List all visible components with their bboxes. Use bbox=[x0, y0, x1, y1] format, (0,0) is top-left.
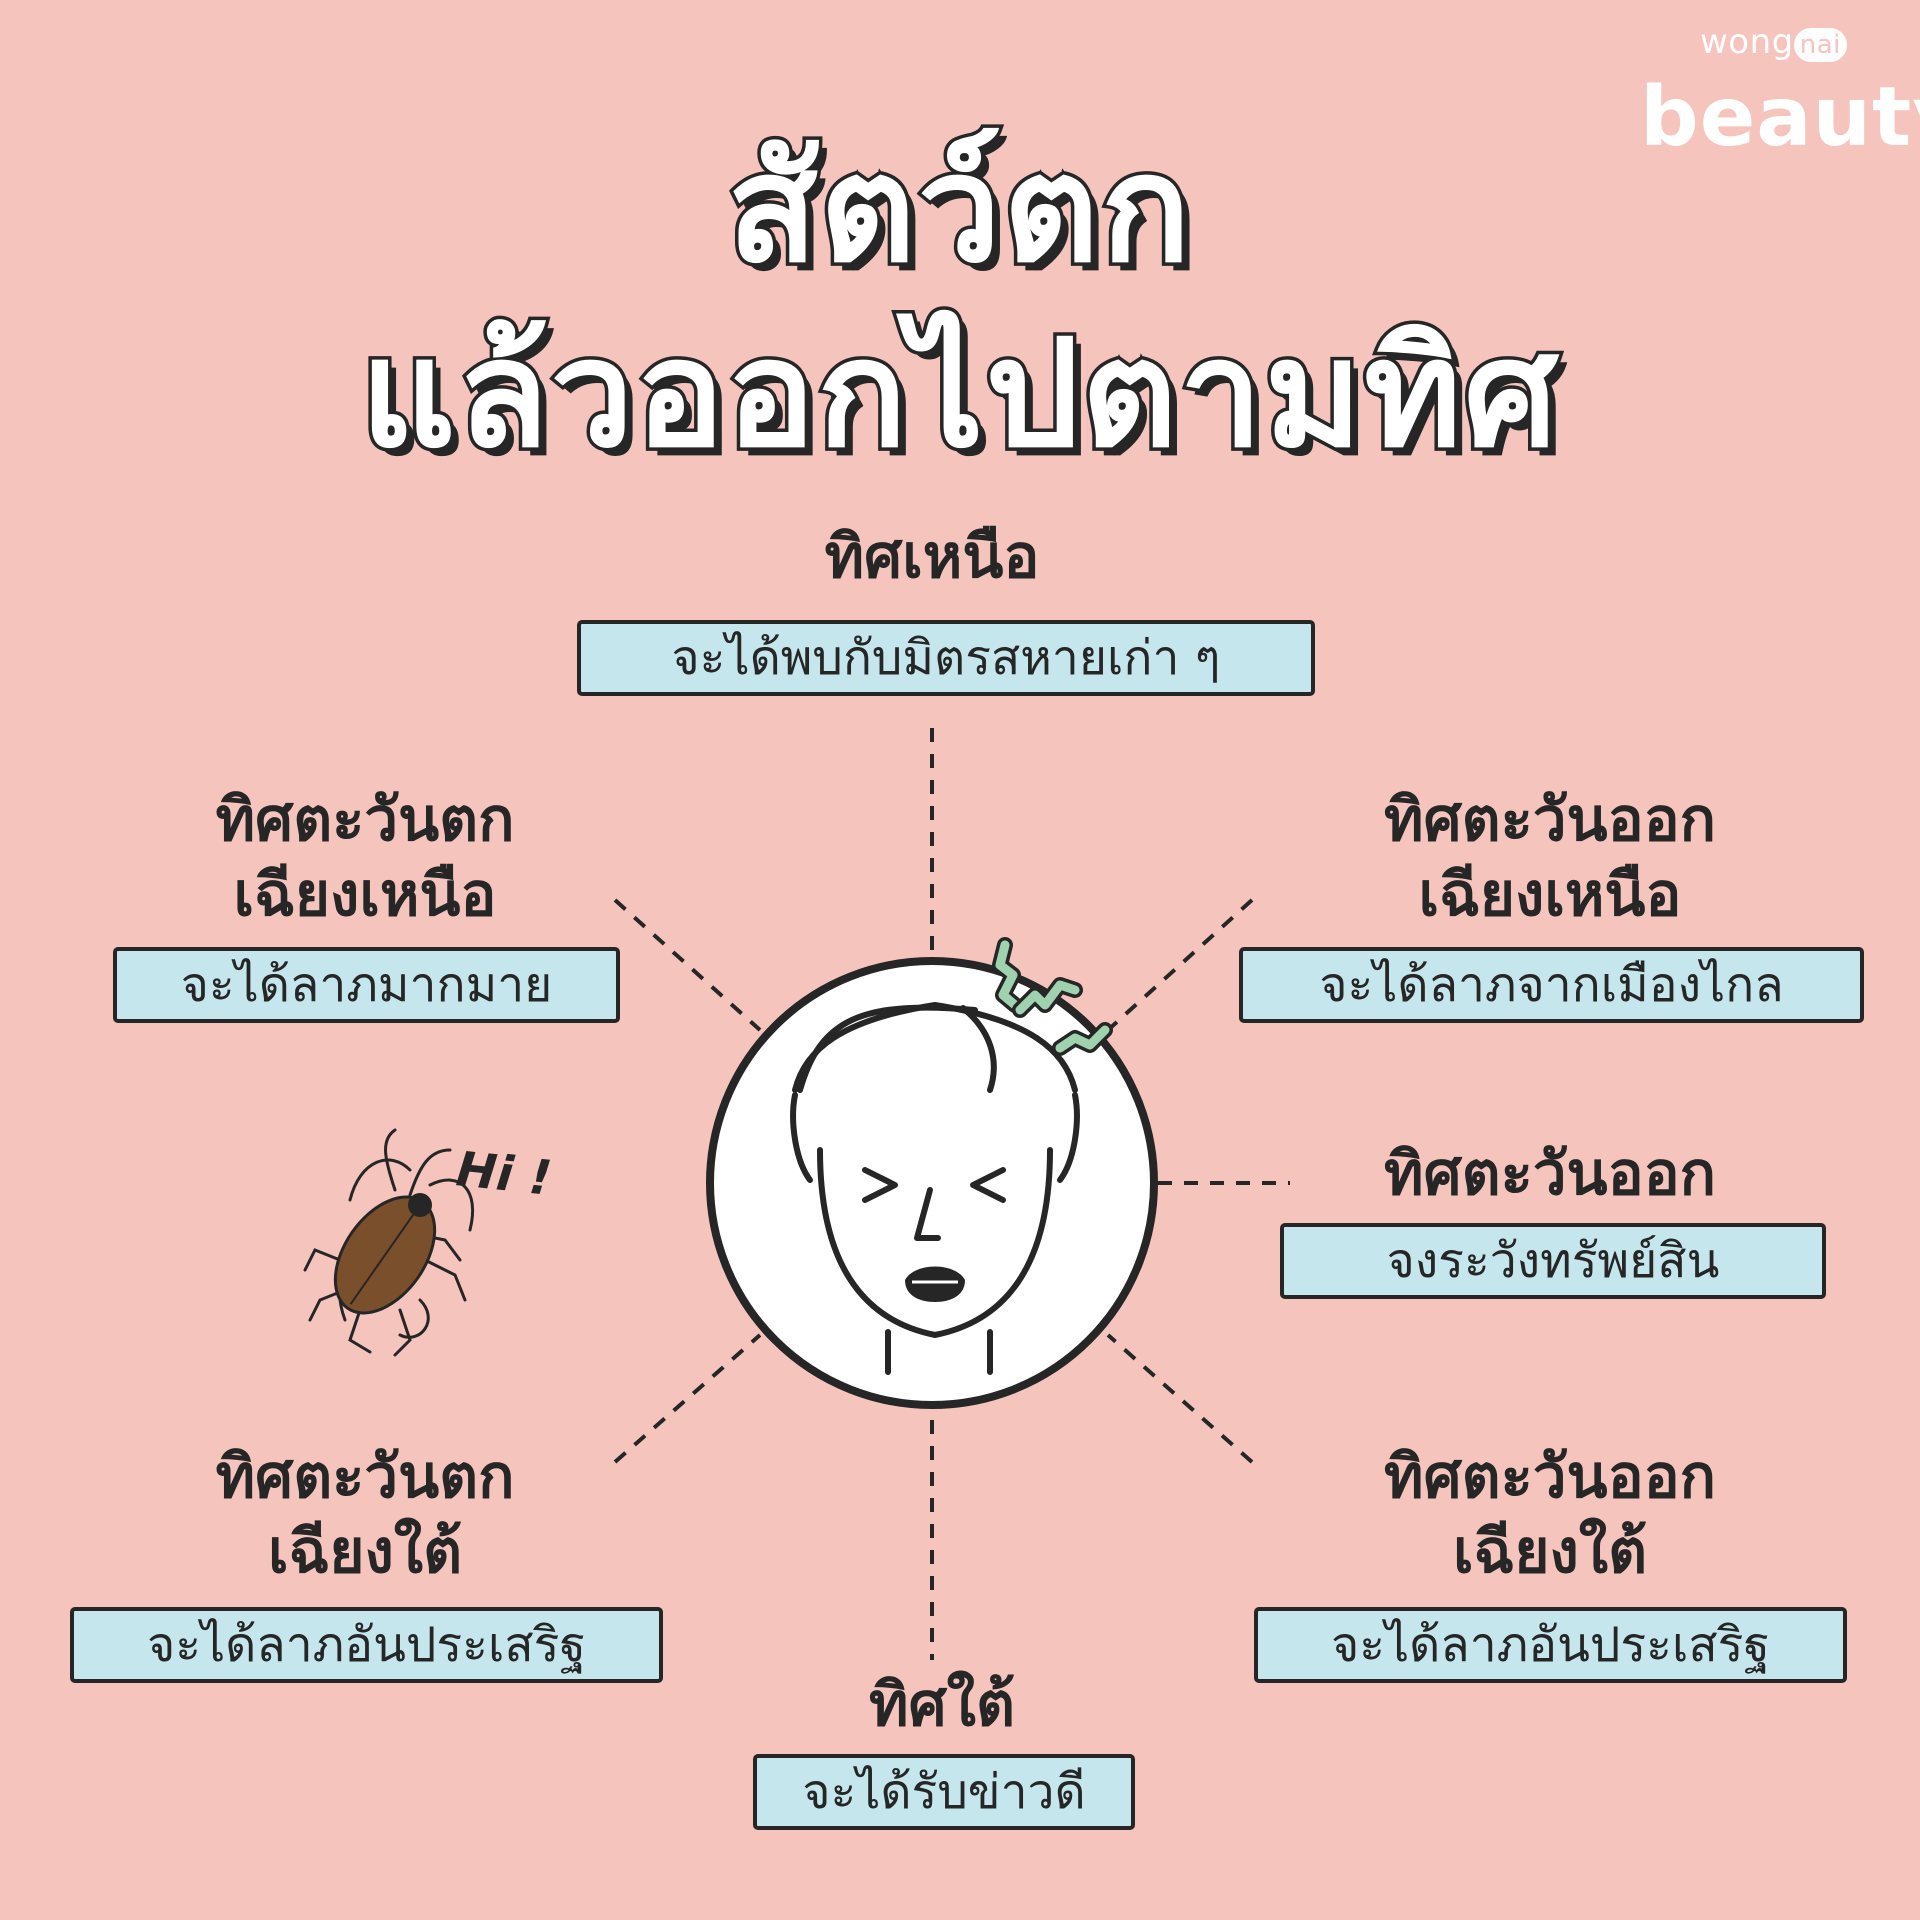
box-north: จะได้พบกับมิตรสหายเก่า ๆ bbox=[577, 620, 1315, 696]
wincing-face-icon bbox=[706, 957, 1158, 1409]
label-northwest: ทิศตะวันตก เฉียงเหนือ bbox=[150, 783, 580, 933]
label-southwest: ทิศตะวันตก เฉียงใต้ bbox=[150, 1440, 580, 1590]
brand-prefix: wong bbox=[1700, 22, 1794, 62]
brand-badge: nai bbox=[1793, 28, 1847, 62]
box-south: จะได้รับข่าวดี bbox=[753, 1754, 1135, 1830]
southwest-name-1: ทิศตะวันตก bbox=[215, 1442, 515, 1512]
label-north: ทิศเหนือ bbox=[660, 520, 1204, 595]
northeast-name-2: เฉียงเหนือ bbox=[1418, 860, 1682, 930]
box-northwest: จะได้ลาภมากมาย bbox=[113, 947, 620, 1023]
label-south: ทิศใต้ bbox=[780, 1668, 1104, 1743]
north-name: ทิศเหนือ bbox=[824, 522, 1040, 592]
southwest-name-2: เฉียงใต้ bbox=[267, 1517, 463, 1587]
label-east: ทิศตะวันออก bbox=[1330, 1137, 1770, 1212]
east-name: ทิศตะวันออก bbox=[1384, 1139, 1716, 1209]
northeast-name-1: ทิศตะวันออก bbox=[1384, 785, 1716, 855]
box-southwest: จะได้ลาภอันประเสริฐ bbox=[70, 1607, 663, 1683]
title-line-1: สัตว์ตก bbox=[724, 123, 1194, 295]
box-southeast: จะได้ลาภอันประเสริฐ bbox=[1254, 1607, 1847, 1683]
brand-logo-main: beauty bbox=[1640, 70, 1920, 165]
ray-southeast bbox=[1106, 1333, 1254, 1464]
cockroach-icon bbox=[303, 1128, 475, 1357]
south-name: ทิศใต้ bbox=[869, 1670, 1015, 1740]
southeast-name-1: ทิศตะวันออก bbox=[1384, 1442, 1716, 1512]
box-east: จงระวังทรัพย์สิน bbox=[1280, 1223, 1826, 1299]
worm-icon bbox=[992, 937, 1113, 1056]
label-northeast: ทิศตะวันออก เฉียงเหนือ bbox=[1330, 783, 1770, 933]
dashed-rays bbox=[613, 728, 1290, 1660]
ray-northeast bbox=[1106, 898, 1254, 1032]
title-line-2: แล้วออกไปตามทิศ bbox=[357, 308, 1561, 480]
box-northeast: จะได้ลาภจากเมืองไกล bbox=[1239, 947, 1864, 1023]
cockroach-caption: Hi ! bbox=[454, 1141, 555, 1207]
northwest-name-1: ทิศตะวันตก bbox=[215, 785, 515, 855]
ray-northwest bbox=[613, 898, 762, 1032]
southeast-name-2: เฉียงใต้ bbox=[1452, 1517, 1648, 1587]
ray-southwest bbox=[613, 1333, 762, 1464]
northwest-name-2: เฉียงเหนือ bbox=[233, 860, 497, 930]
label-southeast: ทิศตะวันออก เฉียงใต้ bbox=[1330, 1440, 1770, 1590]
